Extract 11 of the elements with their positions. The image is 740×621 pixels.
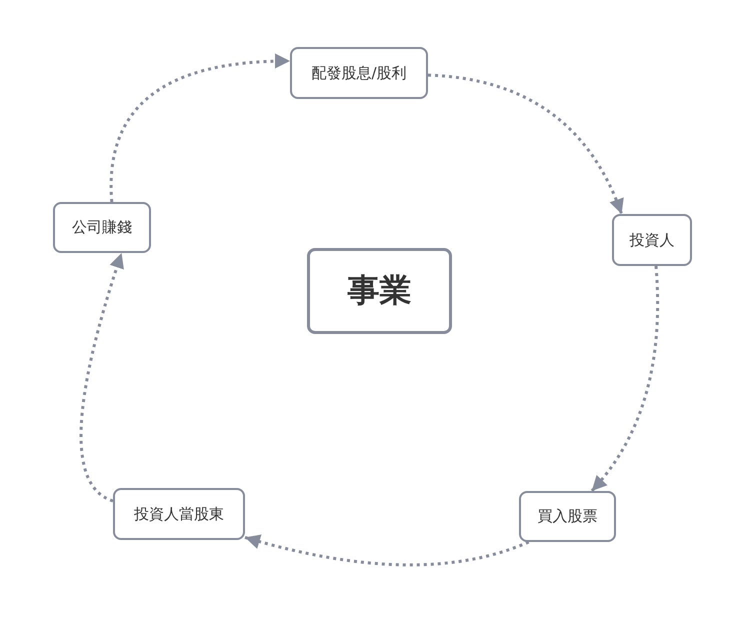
title-box: 事業 [307, 248, 452, 334]
arrow [110, 54, 290, 202]
arrow [244, 534, 530, 566]
arrow [428, 74, 624, 215]
arrow [590, 266, 660, 492]
arrow [80, 252, 124, 502]
step-box: 買入股票 [519, 491, 616, 542]
step-box: 投資人 [612, 214, 692, 266]
step-box: 投資人當股東 [113, 488, 245, 540]
step-box: 配發股息/股利 [290, 47, 428, 99]
step-box: 公司賺錢 [53, 202, 151, 253]
